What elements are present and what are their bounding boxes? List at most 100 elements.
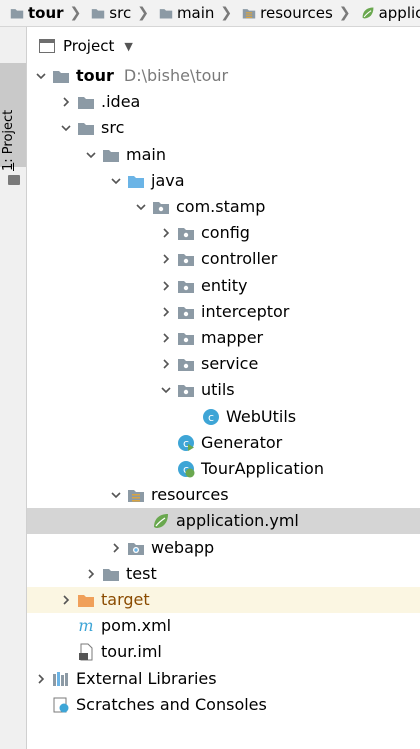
tree-node-label: application.yml bbox=[176, 511, 299, 530]
tree-node-label: config bbox=[201, 223, 250, 242]
tree-node[interactable]: java bbox=[27, 168, 420, 194]
chevron-down-icon[interactable] bbox=[84, 148, 98, 162]
breadcrumb-item[interactable]: src❯ bbox=[81, 4, 149, 22]
chevron-right-icon[interactable] bbox=[159, 279, 173, 293]
tree-node-label: test bbox=[126, 564, 157, 583]
chevron-right-icon[interactable] bbox=[109, 541, 123, 555]
breadcrumb-item[interactable]: main❯ bbox=[149, 4, 232, 22]
chevron-right-icon[interactable] bbox=[159, 331, 173, 345]
chevron-down-icon[interactable] bbox=[159, 383, 173, 397]
chevron-right-icon[interactable] bbox=[159, 252, 173, 266]
libraries-icon bbox=[52, 670, 70, 688]
chevron-down-icon[interactable] bbox=[34, 69, 48, 83]
tree-node[interactable]: config bbox=[27, 220, 420, 246]
folder-icon bbox=[102, 146, 120, 164]
tree-node-label: interceptor bbox=[201, 302, 289, 321]
project-panel-header[interactable]: Project ▼ bbox=[27, 27, 420, 65]
chevron-down-icon[interactable]: ▼ bbox=[124, 39, 133, 53]
tree-node[interactable]: main bbox=[27, 142, 420, 168]
tree-node[interactable]: External Libraries bbox=[27, 666, 420, 692]
chevron-right-icon[interactable] bbox=[159, 226, 173, 240]
breadcrumb: tour❯src❯main❯resources❯applicatio bbox=[0, 0, 420, 27]
tree-node[interactable]: mapper bbox=[27, 325, 420, 351]
breadcrumb-label: resources bbox=[260, 4, 333, 22]
tree-node[interactable]: m pom.xml bbox=[27, 613, 420, 639]
chevron-right-icon[interactable] bbox=[84, 567, 98, 581]
tree-node[interactable]: .idea bbox=[27, 89, 420, 115]
tree-node[interactable]: c TourApplication bbox=[27, 456, 420, 482]
tree-node-text: tour bbox=[76, 66, 114, 85]
tree-node[interactable]: controller bbox=[27, 246, 420, 272]
tree-node-text: TourApplication bbox=[201, 459, 324, 478]
chevron-down-icon[interactable] bbox=[109, 174, 123, 188]
breadcrumb-separator: ❯ bbox=[69, 5, 82, 21]
tree-node-text: Generator bbox=[201, 432, 283, 452]
chevron-right-icon[interactable] bbox=[159, 305, 173, 319]
svg-text:c: c bbox=[208, 411, 214, 424]
tree-node[interactable]: utils bbox=[27, 377, 420, 403]
maven-icon: m bbox=[77, 617, 95, 635]
package-icon bbox=[177, 224, 195, 242]
tree-node-text: pom.xml bbox=[101, 616, 172, 636]
chevron-down-icon[interactable] bbox=[134, 200, 148, 214]
tree-node[interactable]: c Generator bbox=[27, 430, 420, 456]
tree-node[interactable]: Scratches and Consoles bbox=[27, 692, 420, 718]
package-icon bbox=[177, 250, 195, 268]
scratches-icon bbox=[52, 696, 70, 714]
folder-icon bbox=[77, 119, 95, 137]
tree-node-text: utils bbox=[201, 380, 235, 400]
tree-node-text: entity bbox=[201, 275, 248, 295]
breadcrumb-separator: ❯ bbox=[137, 5, 149, 21]
tree-node[interactable]: webapp bbox=[27, 535, 420, 561]
tree-node[interactable]: src bbox=[27, 115, 420, 141]
breadcrumb-item[interactable]: tour❯ bbox=[0, 4, 81, 22]
tree-node-text: External Libraries bbox=[76, 668, 217, 688]
breadcrumb-item[interactable]: resources❯ bbox=[232, 4, 351, 22]
tree-node[interactable]: test bbox=[27, 561, 420, 587]
tree-node-text: .idea bbox=[101, 92, 141, 112]
breadcrumb-item[interactable]: applicatio bbox=[351, 4, 420, 22]
svg-text:c: c bbox=[183, 437, 189, 450]
tree-node-text: test bbox=[126, 563, 157, 583]
tree-node[interactable]: service bbox=[27, 351, 420, 377]
tree-node-text: application.yml bbox=[176, 511, 299, 531]
resources-folder-icon bbox=[242, 6, 256, 20]
chevron-right-icon[interactable] bbox=[59, 593, 73, 607]
spring-boot-class-icon: c bbox=[177, 460, 195, 478]
tree-node-label: Scratches and Consoles bbox=[76, 695, 267, 714]
chevron-down-icon[interactable] bbox=[59, 121, 73, 135]
tree-node-label: mapper bbox=[201, 328, 263, 347]
project-tool-tab[interactable]: 1: Project bbox=[0, 63, 26, 185]
tree-node-text: target bbox=[101, 590, 150, 609]
tree-node[interactable]: entity bbox=[27, 273, 420, 299]
tree-node-label: tour.iml bbox=[101, 642, 162, 661]
tree-node[interactable]: target bbox=[27, 587, 420, 613]
folder-icon bbox=[159, 6, 173, 20]
chevron-right-icon[interactable] bbox=[59, 95, 73, 109]
tree-node[interactable]: resources bbox=[27, 482, 420, 508]
chevron-right-icon[interactable] bbox=[159, 357, 173, 371]
tree-node[interactable]: interceptor bbox=[27, 299, 420, 325]
tree-node-text: mapper bbox=[201, 328, 264, 347]
tree-node-label: pom.xml bbox=[101, 616, 171, 635]
tree-node-text: webapp bbox=[151, 537, 215, 557]
tree-node[interactable]: com.stamp bbox=[27, 194, 420, 220]
class-icon: c bbox=[202, 408, 220, 426]
tree-node-label: resources bbox=[151, 485, 229, 504]
tree-node[interactable]: application.yml bbox=[27, 508, 420, 535]
chevron-down-icon[interactable] bbox=[109, 488, 123, 502]
folder-icon bbox=[10, 6, 24, 20]
chevron-right-icon[interactable] bbox=[34, 672, 48, 686]
tree-node-label: controller bbox=[201, 249, 277, 268]
package-icon bbox=[177, 381, 195, 399]
tree-node-label: java bbox=[151, 171, 185, 190]
package-icon bbox=[177, 355, 195, 373]
tree-node[interactable]: tour.iml bbox=[27, 639, 420, 665]
folder-icon bbox=[91, 6, 105, 20]
folder-icon bbox=[52, 67, 70, 85]
svg-text:c: c bbox=[183, 463, 189, 476]
tree-node-label: webapp bbox=[151, 538, 214, 557]
